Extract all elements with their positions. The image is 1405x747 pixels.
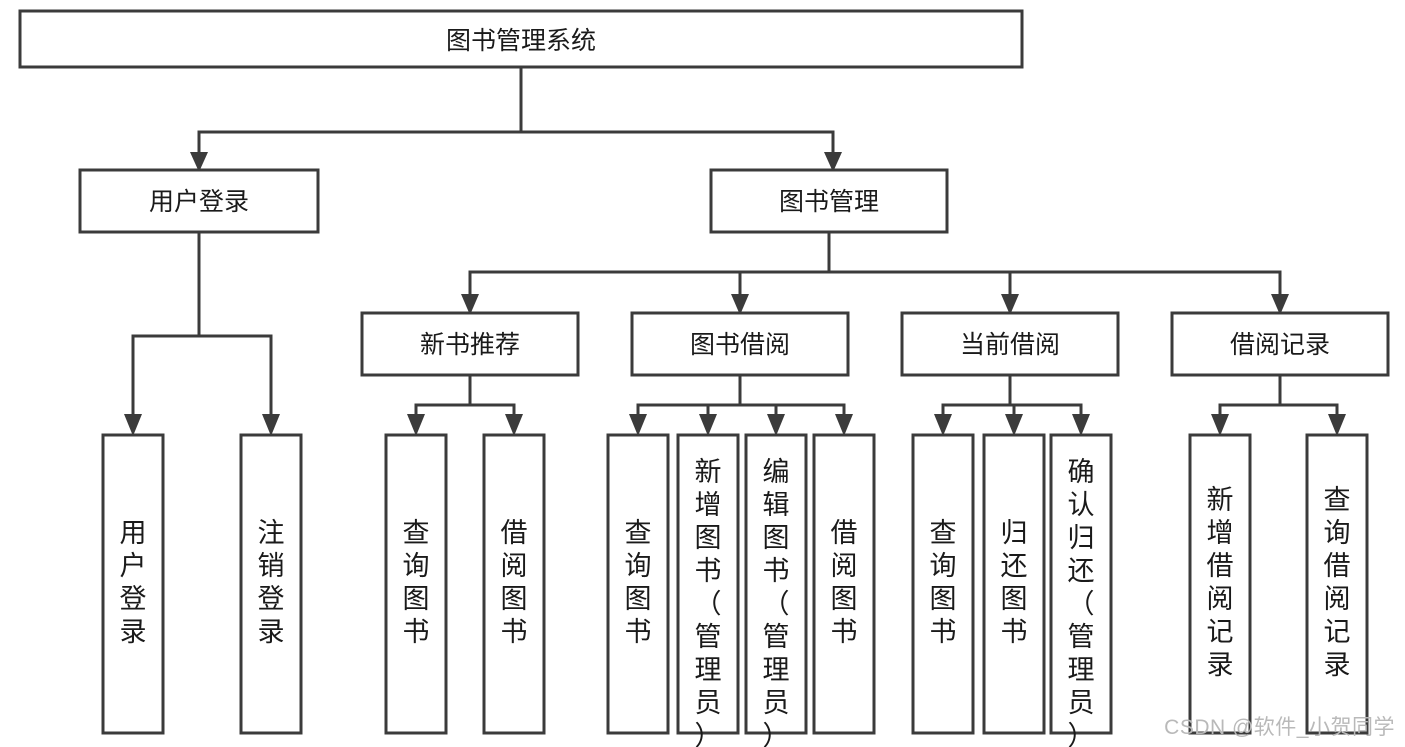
leaf-query-book-cur-label: 查询图书 xyxy=(930,518,957,647)
node-book-management[interactable]: 图书管理 xyxy=(709,168,949,234)
leaf-node[interactable]: 注销登录 xyxy=(239,433,303,735)
leaf-node[interactable]: 归还图书 xyxy=(982,433,1046,735)
leaf-return-book-label: 归还图书 xyxy=(1001,518,1028,647)
leaf-query-book-rec-label: 查询图书 xyxy=(403,518,430,647)
leaf-node[interactable]: 借阅图书 xyxy=(812,433,876,735)
root-label: 图书管理系统 xyxy=(446,27,596,55)
leaf-node[interactable]: 确认归还（管理员） xyxy=(1049,433,1113,747)
borrow-record-box[interactable] xyxy=(1170,311,1390,377)
book-borrow-box[interactable] xyxy=(630,311,850,377)
leaf-node[interactable]: 编辑图书（管理员） xyxy=(744,433,808,747)
leaf-query-borrow-record-label: 查询借阅记录 xyxy=(1324,485,1351,680)
arrow-to-leaf-query-book-rec xyxy=(407,414,425,436)
leaf-edit-book-admin-box[interactable] xyxy=(744,433,808,735)
borrow-record-label: 借阅记录 xyxy=(1230,331,1330,359)
leaf-node[interactable]: 查询图书 xyxy=(911,433,975,735)
arrow-to-leaf-user-logout xyxy=(262,414,280,436)
arrow-to-leaf-add-book-admin xyxy=(699,414,717,436)
node-current-borrow[interactable]: 当前借阅 xyxy=(900,311,1120,377)
connectors-layer xyxy=(124,65,1346,436)
leaf-query-borrow-record-box[interactable] xyxy=(1305,433,1369,735)
leaf-add-book-admin-label: 新增图书（管理员） xyxy=(695,457,722,747)
leaf-query-book-rec-box[interactable] xyxy=(384,433,448,735)
node-borrow-record[interactable]: 借阅记录 xyxy=(1170,311,1390,377)
leaf-add-book-admin-box[interactable] xyxy=(676,433,740,735)
leaf-user-login-box[interactable] xyxy=(101,433,165,735)
leaf-edit-book-admin-label: 编辑图书（管理员） xyxy=(763,457,790,747)
arrow-to-leaf-borrow-book-rec xyxy=(505,414,523,436)
node-book-borrow[interactable]: 图书借阅 xyxy=(630,311,850,377)
connector-newbook-to-leaves xyxy=(414,373,516,424)
book-management-box[interactable] xyxy=(709,168,949,234)
arrow-to-borrow-record xyxy=(1271,294,1289,315)
arrow-to-current-borrow xyxy=(1001,294,1019,315)
leaf-query-book-borrow-box[interactable] xyxy=(606,433,670,735)
user-login-box[interactable] xyxy=(78,168,320,234)
csdn-watermark: CSDN @软件_小贺同学 xyxy=(1164,716,1395,739)
arrow-to-leaf-add-borrow-record xyxy=(1211,414,1229,436)
connector-bookmgmt-to-bus xyxy=(468,230,1282,302)
book-borrow-label: 图书借阅 xyxy=(690,331,790,359)
new-book-recommend-box[interactable] xyxy=(360,311,580,377)
leaf-query-book-borrow-label: 查询图书 xyxy=(625,518,652,647)
current-borrow-box[interactable] xyxy=(900,311,1120,377)
connector-userlogin-to-leaves xyxy=(131,230,273,424)
leaf-node[interactable]: 查询借阅记录 xyxy=(1305,433,1369,735)
leaf-borrow-book-rec-box[interactable] xyxy=(482,433,546,735)
leaf-user-login-label: 用户登录 xyxy=(120,518,147,647)
arrow-to-leaf-query-borrow-record xyxy=(1328,414,1346,436)
root-box[interactable] xyxy=(18,9,1024,69)
connector-currentborrow-to-leaves xyxy=(941,373,1083,424)
leaf-confirm-return-admin-box[interactable] xyxy=(1049,433,1113,735)
arrow-to-leaf-query-book-borrow xyxy=(629,414,647,436)
leaf-node[interactable]: 借阅图书 xyxy=(482,433,546,735)
leaf-user-logout-box[interactable] xyxy=(239,433,303,735)
leaf-nodes-layer: 用户登录 注销登录 查询图书 借阅图书 查询图书 新增图书（管理员） 编辑图书（管理员） 借阅… xyxy=(101,433,1369,747)
leaf-borrow-book-box[interactable] xyxy=(812,433,876,735)
connector-root-to-bus xyxy=(197,65,835,160)
leaf-add-borrow-record-box[interactable] xyxy=(1188,433,1252,735)
leaf-node[interactable]: 新增借阅记录 xyxy=(1188,433,1252,735)
arrow-to-book-management xyxy=(824,152,842,172)
node-user-login[interactable]: 用户登录 xyxy=(78,168,320,234)
leaf-return-book-box[interactable] xyxy=(982,433,1046,735)
leaf-borrow-book-label: 借阅图书 xyxy=(831,518,858,647)
leaf-borrow-book-rec-label: 借阅图书 xyxy=(501,518,528,647)
arrow-to-leaf-query-book-cur xyxy=(934,414,952,436)
leaf-node[interactable]: 用户登录 xyxy=(101,433,165,735)
arrow-to-leaf-edit-book-admin xyxy=(767,414,785,436)
arrow-to-leaf-borrow-book xyxy=(835,414,853,436)
current-borrow-label: 当前借阅 xyxy=(960,331,1060,359)
leaf-user-logout-label: 注销登录 xyxy=(258,518,285,647)
arrow-to-book-borrow xyxy=(731,294,749,315)
leaf-node[interactable]: 查询图书 xyxy=(606,433,670,735)
arrow-to-user-login xyxy=(190,152,208,172)
arrow-to-leaf-confirm-return-admin xyxy=(1072,414,1090,436)
leaf-node[interactable]: 查询图书 xyxy=(384,433,448,735)
book-management-label: 图书管理 xyxy=(779,188,879,216)
arrow-to-new-book-recommend xyxy=(461,294,479,315)
leaf-query-book-cur-box[interactable] xyxy=(911,433,975,735)
connector-bookborrow-to-leaves xyxy=(636,373,846,424)
node-new-book-recommend[interactable]: 新书推荐 xyxy=(360,311,580,377)
leaf-node[interactable]: 新增图书（管理员） xyxy=(676,433,740,747)
user-login-label: 用户登录 xyxy=(149,188,249,216)
new-book-recommend-label: 新书推荐 xyxy=(420,331,520,359)
arrow-to-leaf-user-login xyxy=(124,414,142,436)
node-root[interactable]: 图书管理系统 xyxy=(18,9,1024,69)
connector-borrowrecord-to-leaves xyxy=(1218,373,1339,424)
leaf-add-borrow-record-label: 新增借阅记录 xyxy=(1207,485,1234,680)
arrow-to-leaf-return-book xyxy=(1005,414,1023,436)
leaf-confirm-return-admin-label: 确认归还（管理员） xyxy=(1068,457,1095,747)
